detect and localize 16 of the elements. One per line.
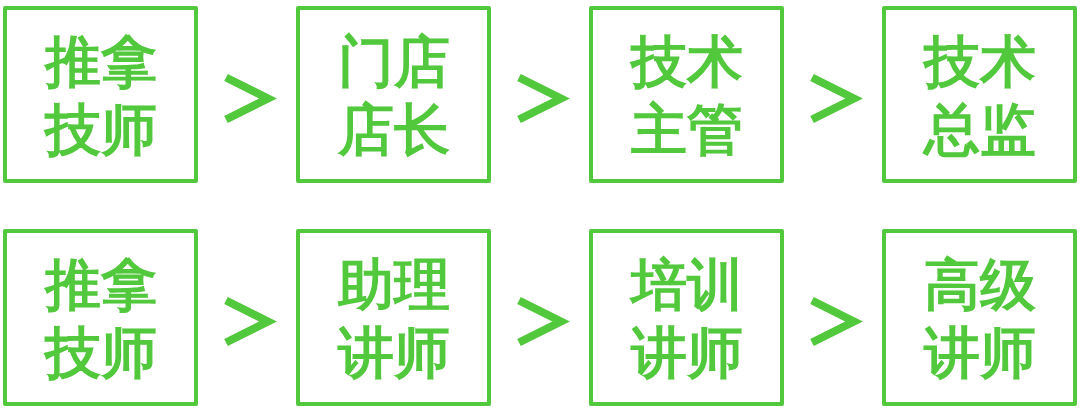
job-title: 推拿技师 [42,27,158,164]
rank-box [3,229,198,406]
rank-box [3,6,198,183]
rank-box [589,6,784,183]
rank-box [882,229,1077,406]
job-title: 门店店长 [336,27,451,164]
rank-box [296,6,491,183]
job-title: 技术总监 [921,27,1037,164]
job-title: 培训讲师 [628,250,744,387]
job-title: 技术主管 [628,27,744,164]
rank-box [589,229,784,406]
rank-box [296,229,491,406]
job-title: 高级讲师 [922,250,1037,387]
job-title: 助理讲师 [336,250,451,387]
rank-box [882,6,1077,183]
job-title: 推拿技师 [42,250,158,387]
